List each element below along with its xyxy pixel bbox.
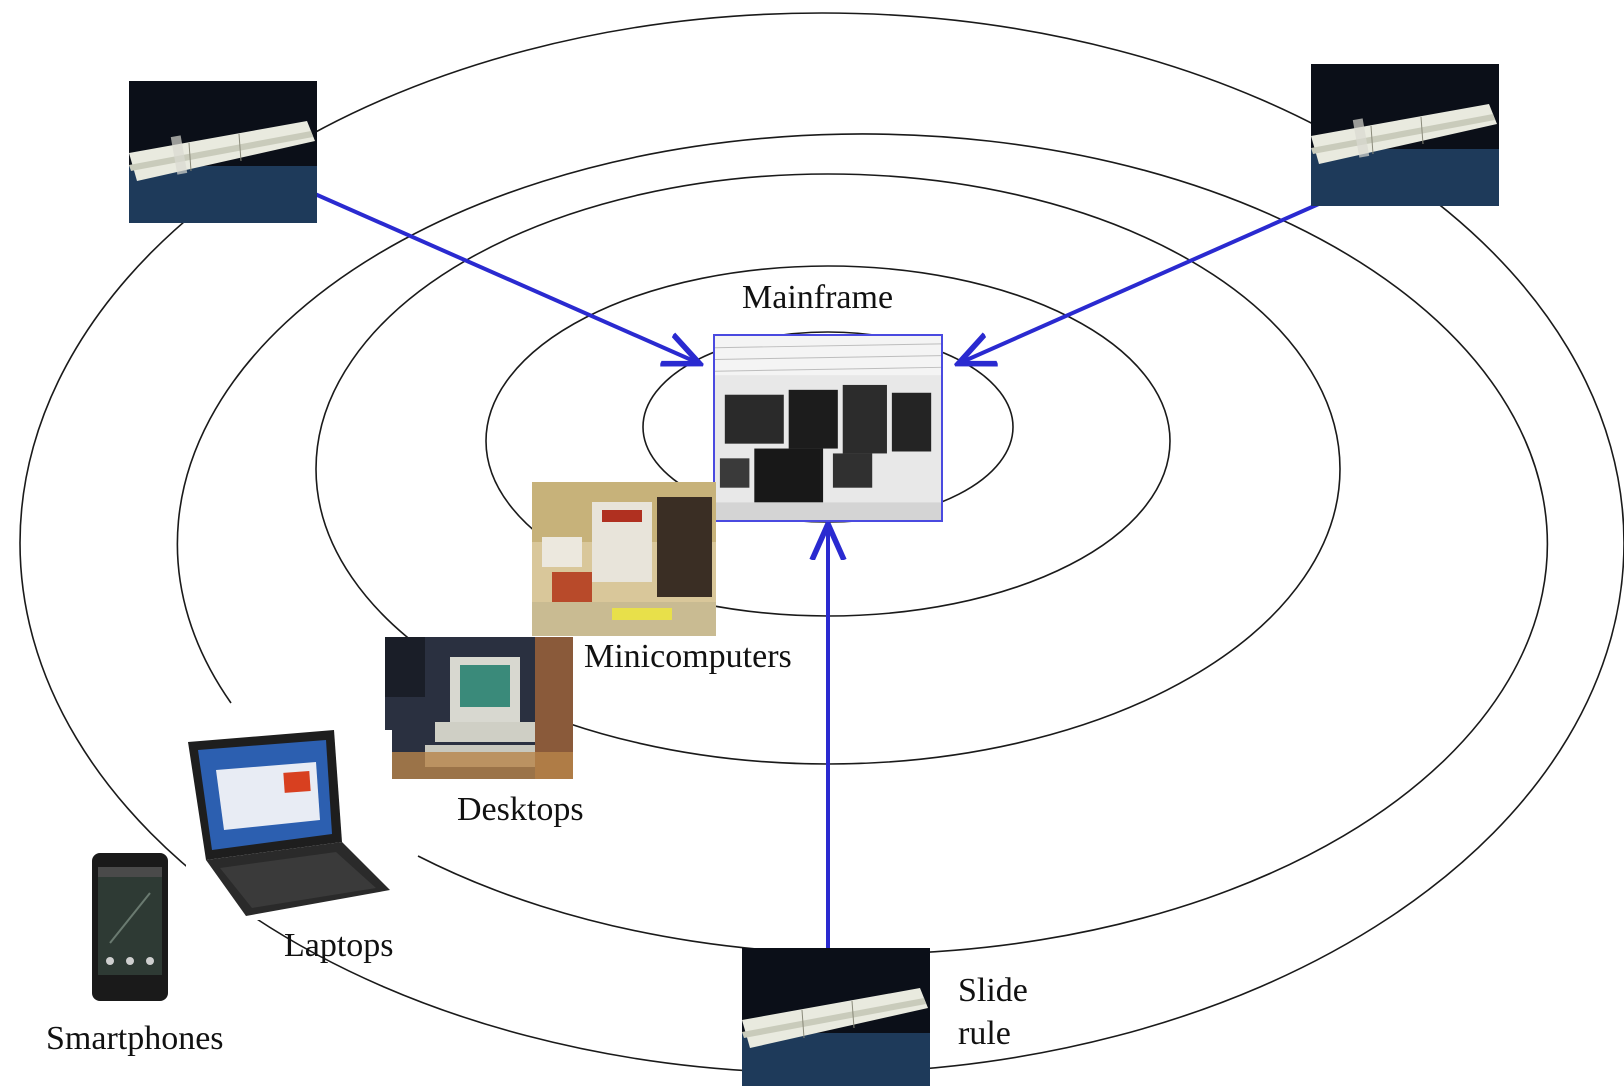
desktop-photo [385,637,573,779]
slide-rule-label-line2: rule [958,1015,1011,1052]
laptop-photo [186,730,392,920]
mainframe-photo [713,334,943,522]
minicomputer-photo [532,482,716,636]
slide-rule-icon [742,948,930,1086]
arrow-top-left [255,166,696,362]
desktop-icon [385,637,573,779]
slide-rule-photo-top-left [129,81,317,223]
smartphones-label: Smartphones [46,1020,224,1057]
slide-rule-photo-bottom [742,948,930,1086]
minicomputer-icon [532,482,716,636]
slide-rule-photo-top-right [1311,64,1499,206]
desktops-label: Desktops [457,791,584,828]
mainframe-icon [715,336,941,520]
mainframe-label: Mainframe [742,279,894,316]
slide-rule-label-line1: Slide [958,972,1028,1009]
smartphone-icon [92,853,168,1001]
ring-laptops [176,133,1549,955]
minicomputers-label: Minicomputers [584,638,792,675]
slide-rule-icon [129,81,317,223]
laptops-label: Laptops [284,927,394,964]
slide-rule-icon [1311,64,1499,206]
laptop-icon [186,730,392,920]
smartphone-photo [90,853,170,1001]
